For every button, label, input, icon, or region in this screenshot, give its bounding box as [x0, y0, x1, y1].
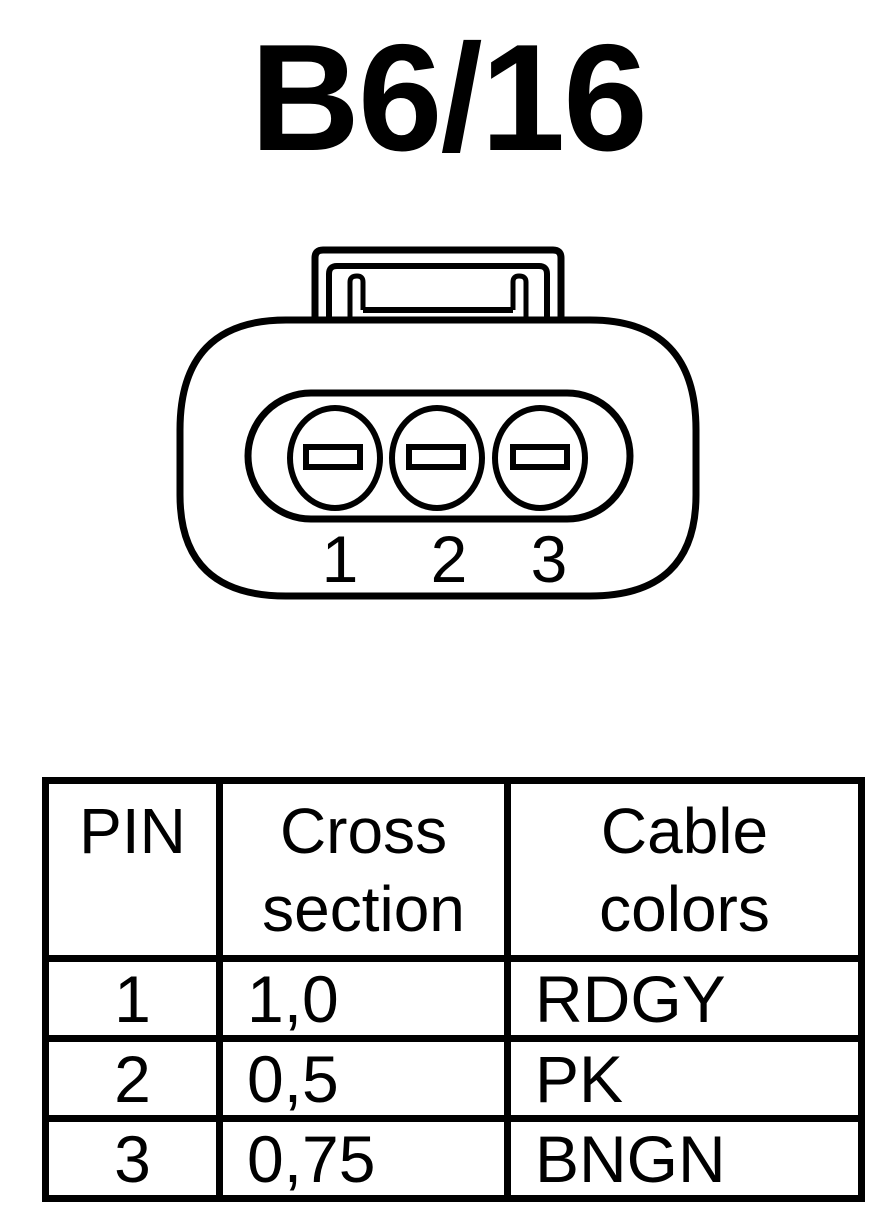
connector-housing — [176, 316, 700, 600]
cell-cross-section: 1,0 — [216, 955, 511, 1042]
pin-label-2: 2 — [431, 522, 468, 596]
pin-1 — [287, 405, 383, 511]
header-pin: PIN — [42, 777, 223, 962]
table-row: 2 0,5 PK — [42, 1035, 865, 1122]
table-header-row: PIN Cross section Cable colors — [42, 777, 865, 962]
cell-cable-color: RDGY — [504, 955, 865, 1042]
pin-2 — [389, 405, 485, 511]
header-cross-section: Cross section — [216, 777, 511, 962]
cell-cross-section: 0,5 — [216, 1035, 511, 1122]
cell-cross-section: 0,75 — [216, 1115, 511, 1202]
table-row: 3 0,75 BNGN — [42, 1115, 865, 1202]
cell-pin: 1 — [42, 955, 223, 1042]
connector-diagram: 1 2 3 — [176, 246, 700, 600]
table-row: 1 1,0 RDGY — [42, 955, 865, 1042]
pin-table: PIN Cross section Cable colors 1 1,0 RDG… — [42, 777, 865, 1202]
pin-label-1: 1 — [322, 522, 359, 596]
header-cable-colors: Cable colors — [504, 777, 865, 962]
cell-pin: 3 — [42, 1115, 223, 1202]
pin-3 — [492, 405, 588, 511]
pin-label-3: 3 — [531, 522, 568, 596]
cell-pin: 2 — [42, 1035, 223, 1122]
connector-title: B6/16 — [250, 13, 648, 183]
cell-cable-color: BNGN — [504, 1115, 865, 1202]
pin-cavity — [244, 389, 634, 523]
cell-cable-color: PK — [504, 1035, 865, 1122]
